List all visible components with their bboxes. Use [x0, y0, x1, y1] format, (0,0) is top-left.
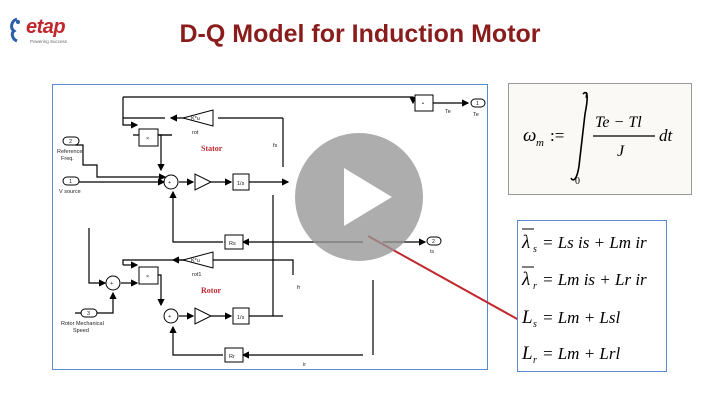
gain-block-rotor — [194, 307, 213, 325]
sum-block-rotor: + — [163, 308, 179, 324]
sum-block-rotor-speed: + — [105, 275, 121, 291]
svg-text:K*u: K*u — [191, 258, 200, 264]
port-te-num: 1 — [476, 101, 479, 107]
speed-equation-box: ω m := t 0 Te − Tl J dt — [508, 83, 692, 195]
port-rotor-speed-label-1: Rotor Mechanical — [61, 321, 104, 327]
dot-product-block: • — [414, 94, 434, 112]
svg-text:1/s: 1/s — [237, 315, 245, 321]
svg-text:rot1: rot1 — [192, 272, 201, 278]
svg-text:= Ls is + Lm ir: = Ls is + Lm ir — [542, 233, 647, 252]
etap-logo-mark-icon — [10, 17, 20, 43]
svg-text:= Lm + Lrl: = Lm + Lrl — [542, 344, 620, 363]
port-reference-freq-label-2: Freq. — [61, 156, 74, 162]
port-is: 2 is — [426, 236, 442, 255]
port-v-source-label: V source — [59, 189, 81, 195]
flux-equations: λ s = Ls is + Lm ir λ r = Lm is + Lr ir … — [521, 228, 647, 366]
rot-gain-block: K*u rot — [181, 109, 214, 136]
integrator-block-stator: 1/s — [232, 173, 250, 191]
svg-text:ω: ω — [523, 125, 536, 146]
play-icon[interactable] — [294, 132, 424, 262]
svg-text:L: L — [521, 307, 533, 328]
port-reference-freq-label-1: Reference — [57, 149, 82, 155]
product-block-rotor: × — [138, 266, 159, 285]
svg-text:+: + — [168, 314, 171, 320]
port-v-source-num: 1 — [69, 179, 72, 185]
integrator-block-rotor: 1/s — [232, 307, 250, 325]
port-v-source: 1 V source — [59, 176, 81, 195]
svg-text:t: t — [585, 90, 588, 101]
svg-text:= Lm is + Lr ir: = Lm is + Lr ir — [542, 270, 647, 289]
svg-text:+: + — [110, 281, 113, 287]
play-button[interactable] — [294, 132, 424, 262]
svg-text:•: • — [422, 101, 424, 107]
signal-ir: ir — [303, 362, 306, 368]
diagram-canvas: Stator Rotor 2 Reference Freq. 1 V sourc… — [57, 94, 486, 368]
svg-text:Rs: Rs — [229, 241, 236, 247]
signal-fs: fs — [273, 143, 278, 149]
svg-text:rot: rot — [192, 130, 199, 136]
sum-block-stator: + — [163, 174, 179, 190]
svg-text:×: × — [146, 136, 149, 142]
svg-text:Rr: Rr — [229, 354, 235, 360]
speed-equation: ω m := t 0 Te − Tl J dt — [523, 90, 674, 187]
svg-text:s: s — [533, 244, 537, 255]
svg-text:×: × — [146, 274, 149, 280]
port-reference-freq-num: 2 — [69, 139, 72, 145]
port-rotor-speed-label-2: Speed — [73, 328, 89, 334]
svg-text:Te − Tl: Te − Tl — [595, 114, 642, 131]
port-te-label: Te — [473, 112, 479, 118]
brand-name: etap — [26, 16, 66, 38]
port-is-num: 2 — [432, 239, 435, 245]
rr-block: Rr — [224, 347, 244, 363]
svg-text:r: r — [533, 281, 537, 292]
flux-equations-box: λ s = Ls is + Lm ir λ r = Lm is + Lr ir … — [517, 220, 667, 372]
port-rotor-speed-num: 3 — [87, 311, 90, 317]
etap-logo: etap Powering Success — [8, 14, 88, 48]
svg-text:L: L — [521, 343, 533, 364]
signal-te: Te — [445, 109, 451, 115]
rs-block: Rs — [223, 234, 244, 250]
svg-text:0: 0 — [575, 176, 580, 187]
rot1-gain-block: K*u rot1 — [181, 251, 214, 278]
port-rotor-speed: 3 Rotor Mechanical Speed — [61, 308, 104, 334]
svg-text:λ: λ — [521, 269, 530, 290]
svg-text:K*u: K*u — [191, 116, 200, 122]
gain-block-stator — [194, 173, 213, 191]
svg-text:r: r — [533, 355, 537, 366]
svg-text:J: J — [617, 143, 625, 160]
stator-label: Stator — [201, 144, 223, 153]
svg-text:s: s — [533, 319, 537, 330]
page-title: D-Q Model for Induction Motor — [179, 20, 541, 48]
port-te: 1 Te Te — [445, 98, 486, 118]
svg-text:= Lm + Lsl: = Lm + Lsl — [542, 308, 620, 327]
product-block-stator: × — [138, 128, 159, 147]
port-is-label: is — [430, 249, 434, 255]
brand-tagline: Powering Success — [30, 39, 68, 44]
svg-text:dt: dt — [659, 126, 674, 145]
rotor-label: Rotor — [201, 286, 221, 295]
svg-text:λ: λ — [521, 232, 530, 253]
signal-fr: fr — [297, 285, 301, 291]
svg-text::=: := — [550, 126, 564, 145]
port-reference-freq: 2 Reference Freq. — [57, 136, 82, 162]
svg-text:+: + — [168, 180, 171, 186]
svg-text:1/s: 1/s — [237, 181, 245, 187]
svg-text:m: m — [536, 137, 544, 149]
